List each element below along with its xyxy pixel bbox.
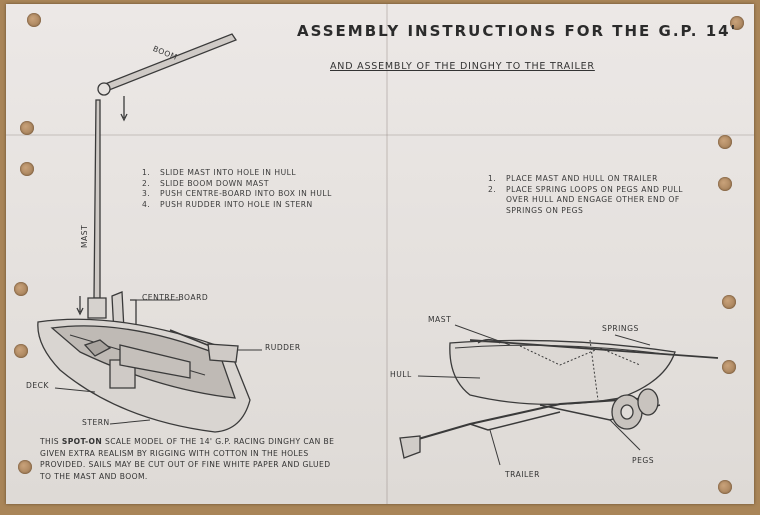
right-trailer-drawing bbox=[399, 324, 719, 466]
label-trailer: TRAILER bbox=[505, 470, 540, 479]
list-item: 1.SLIDE MAST INTO HOLE IN HULL bbox=[142, 168, 297, 177]
realism-note: THIS SPOT-ON SCALE MODEL OF THE 14' G.P.… bbox=[40, 437, 335, 481]
punch-hole bbox=[20, 121, 34, 135]
punch-hole bbox=[27, 13, 41, 27]
label-centre-board: CENTRE-BOARD bbox=[142, 293, 209, 302]
list-item: 2.SLIDE BOOM DOWN MAST bbox=[142, 178, 269, 188]
page-title: ASSEMBLY INSTRUCTIONS FOR THE G.P. 14' bbox=[297, 22, 738, 40]
punch-hole bbox=[718, 480, 732, 494]
fold-crease-horizontal bbox=[6, 134, 754, 136]
label-rudder: RUDDER bbox=[265, 343, 301, 352]
steps-trailer-list: 1.PLACE MAST AND HULL ON TRAILER 2.PLACE… bbox=[488, 174, 691, 216]
punch-hole bbox=[20, 162, 34, 176]
label-mast: MAST bbox=[80, 224, 89, 248]
label-trailer-mast: MAST bbox=[428, 315, 452, 324]
label-stern: STERN bbox=[82, 418, 110, 427]
punch-hole bbox=[14, 344, 28, 358]
steps-rigging-list: 1.SLIDE MAST INTO HOLE IN HULL 2.SLIDE B… bbox=[142, 168, 345, 210]
punch-hole bbox=[718, 177, 732, 191]
fold-crease-vertical bbox=[386, 4, 388, 504]
punch-hole bbox=[718, 135, 732, 149]
punch-hole bbox=[14, 282, 28, 296]
label-pegs: PEGS bbox=[632, 456, 655, 465]
list-item: 2.PLACE SPRING LOOPS ON PEGS AND PULL OV… bbox=[488, 184, 683, 215]
page-subtitle: AND ASSEMBLY OF THE DINGHY TO THE TRAILE… bbox=[330, 61, 595, 72]
label-deck: DECK bbox=[26, 381, 49, 390]
brand-name: SPOT-ON bbox=[61, 437, 103, 446]
list-item: 4.PUSH RUDDER INTO HOLE IN STERN bbox=[142, 199, 313, 209]
list-item: 1.PLACE MAST AND HULL ON TRAILER bbox=[488, 174, 658, 183]
list-item: 3.PUSH CENTRE-BOARD INTO BOX IN HULL bbox=[142, 189, 332, 198]
punch-hole bbox=[18, 460, 32, 474]
punch-hole bbox=[722, 360, 736, 374]
punch-hole bbox=[730, 16, 744, 30]
label-hull: HULL bbox=[390, 370, 412, 379]
punch-hole bbox=[722, 295, 736, 309]
left-dinghy-drawing bbox=[37, 33, 262, 433]
label-springs: SPRINGS bbox=[602, 324, 639, 333]
